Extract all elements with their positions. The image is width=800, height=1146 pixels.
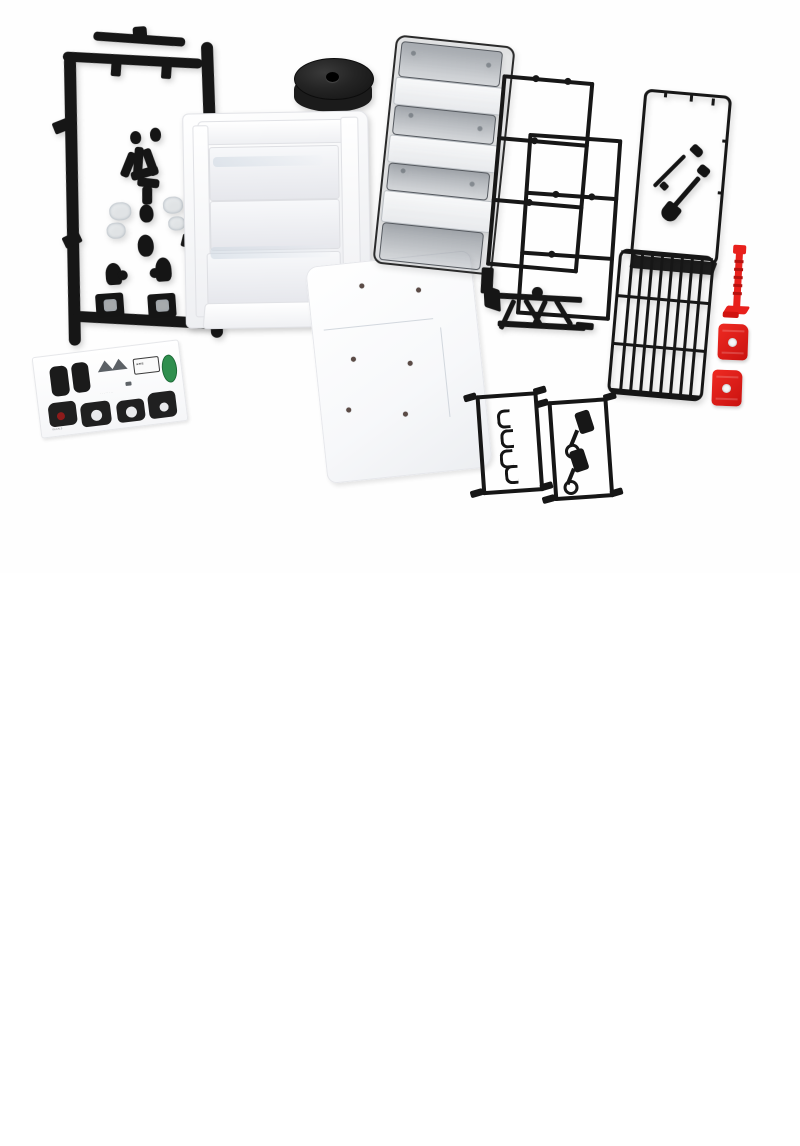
cab-highlight bbox=[212, 155, 324, 168]
small-part bbox=[138, 204, 155, 223]
part-roof-panel: White roof / bed panel bbox=[305, 249, 493, 485]
clear-lens-part bbox=[103, 298, 118, 312]
decal-vent-panel-2 bbox=[70, 361, 92, 394]
part-tire-carrier: Spare tire carrier bracket bbox=[480, 267, 594, 348]
small-part bbox=[129, 130, 142, 145]
part-rack-grid: Roof rack floor grid bbox=[606, 248, 716, 402]
carrier-tab bbox=[575, 321, 594, 331]
small-part bbox=[142, 186, 153, 205]
sprue-tick bbox=[689, 94, 694, 102]
part-decal-sheet: ≡≡≡ · · · · · · · · DECALS Decal sticker… bbox=[31, 339, 189, 439]
cab-rear-wall bbox=[195, 118, 358, 146]
part-jerry-can-1: Fuel jerry can bbox=[717, 323, 749, 361]
jerry-can-cap bbox=[727, 337, 738, 348]
tool-sprue-frame bbox=[629, 88, 733, 266]
clear-lens-part bbox=[155, 299, 170, 313]
body-clip bbox=[496, 409, 511, 430]
body-clip bbox=[499, 428, 515, 449]
sprue-tick bbox=[711, 98, 715, 106]
disc-hub bbox=[326, 72, 339, 82]
jack-base-plate bbox=[722, 311, 739, 319]
carrier-truss bbox=[553, 298, 574, 327]
rack-joint bbox=[552, 190, 560, 199]
cab-floor-section bbox=[208, 144, 340, 202]
sprue-rail-top bbox=[62, 51, 203, 69]
sprue-tab bbox=[61, 230, 83, 250]
rack-bar-top bbox=[502, 74, 595, 87]
sprue-end-tab bbox=[469, 487, 484, 499]
sprue-end-tab bbox=[532, 385, 547, 396]
decal-micro-mark bbox=[125, 381, 132, 387]
part-spare-wheel-disc: Spare tire cover disc bbox=[292, 56, 374, 118]
decal-gauge-3 bbox=[115, 398, 147, 424]
rack-bar-mid bbox=[524, 190, 619, 201]
part-tool-sprue: Scale tool sprue bbox=[629, 88, 733, 276]
part-jerry-can-2: Fuel jerry can bbox=[711, 369, 743, 407]
small-part bbox=[117, 269, 129, 281]
jerry-can-cap bbox=[721, 383, 732, 394]
sprue-end-tab bbox=[602, 391, 617, 402]
rack-joint bbox=[547, 250, 556, 258]
part-hi-lift-jack: Hi-lift jack bbox=[722, 244, 752, 333]
body-clip bbox=[504, 464, 519, 485]
clear-lens-part bbox=[162, 195, 184, 215]
sprue-rail-left bbox=[63, 55, 81, 346]
decal-gauge-1 bbox=[47, 400, 79, 428]
rack-joint bbox=[588, 193, 596, 201]
decal-gauge-4 bbox=[146, 390, 178, 420]
cab-floor-section bbox=[209, 198, 341, 252]
decal-vent-panel-1 bbox=[48, 365, 71, 398]
rack-bar-mid bbox=[520, 250, 615, 261]
sprue-end-tab bbox=[541, 493, 556, 505]
clear-lens-part bbox=[108, 201, 132, 222]
small-part bbox=[136, 234, 155, 258]
sprue-tick bbox=[663, 90, 668, 98]
panel-face bbox=[305, 249, 493, 485]
sprue-tick bbox=[717, 191, 724, 195]
clear-lens-part bbox=[106, 222, 127, 240]
sprue-nub bbox=[132, 26, 148, 43]
product-photo-canvas: Black detail parts sprue Spare tire cove… bbox=[31, 26, 752, 505]
sprue-tick bbox=[722, 139, 729, 143]
cab-highlight bbox=[210, 245, 331, 260]
decal-gauge-2 bbox=[79, 400, 113, 428]
small-part bbox=[149, 127, 162, 143]
decal-chevron-2 bbox=[110, 357, 128, 371]
part-mirror-sprue: Side mirror sprue bbox=[534, 391, 624, 505]
